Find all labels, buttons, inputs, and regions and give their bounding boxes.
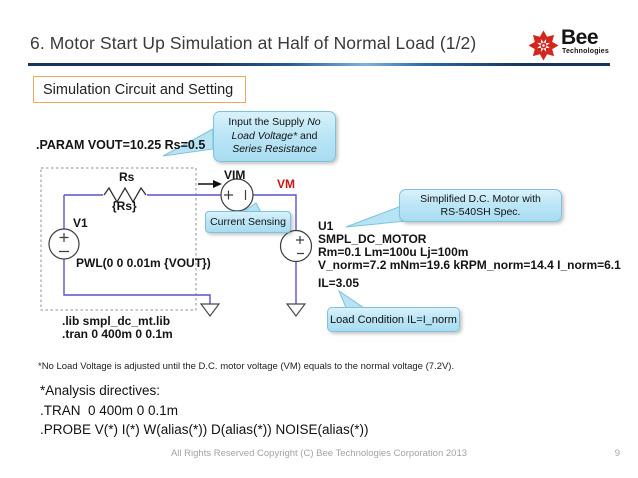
lib-directive: .lib smpl_dc_mt.lib bbox=[62, 314, 171, 328]
dashed-source-box bbox=[40, 167, 197, 311]
logo: Bee Technologies bbox=[528, 26, 632, 64]
pwl-label: PWL(0 0 0.01m {VOUT}) bbox=[76, 256, 211, 270]
page-number: 9 bbox=[614, 448, 620, 459]
motor-ref: U1 bbox=[318, 219, 334, 233]
current-arrow-icon bbox=[213, 180, 222, 188]
tran-directive: .tran 0 400m 0 0.1m bbox=[62, 327, 173, 341]
load-condition-text: Load Condition IL=I_norm bbox=[330, 313, 457, 326]
ground-icon bbox=[285, 303, 307, 317]
resistor-label: Rs bbox=[119, 170, 135, 184]
supply-callout: Input the Supply No Load Voltage* and Se… bbox=[213, 111, 336, 162]
v1-label: V1 bbox=[73, 216, 88, 230]
probe-analysis-directive: .PROBE V(*) I(*) W(alias(*)) D(alias(*))… bbox=[40, 422, 369, 437]
supply-callout-text: Input the Supply No Load Voltage* and Se… bbox=[228, 116, 321, 156]
current-sensing-text: Current Sensing bbox=[210, 216, 286, 228]
motor-params-1: Rm=0.1 Lm=100u Lj=100m bbox=[318, 245, 469, 259]
motor-model: SMPL_DC_MOTOR bbox=[318, 232, 427, 246]
tran-analysis-directive: .TRAN 0 400m 0 0.1m bbox=[40, 402, 179, 418]
vim-source-symbol bbox=[220, 178, 254, 212]
logo-sub-text: Technologies bbox=[562, 48, 609, 55]
resistor-mask bbox=[103, 188, 147, 202]
no-load-footnote: *No Load Voltage is adjusted until the D… bbox=[38, 361, 455, 372]
resistor-symbol bbox=[103, 186, 147, 204]
asterisk-flower-icon bbox=[528, 30, 559, 61]
vm-node-label: VM bbox=[277, 177, 295, 191]
page-title: 6. Motor Start Up Simulation at Half of … bbox=[30, 33, 477, 53]
section-label-text: Simulation Circuit and Setting bbox=[43, 81, 234, 98]
analysis-directives-block: *Analysis directives: .TRAN 0 400m 0 0.1… bbox=[40, 381, 369, 440]
motor-load-param: IL=3.05 bbox=[318, 276, 360, 290]
load-condition-callout: Load Condition IL=I_norm bbox=[327, 307, 460, 332]
motor-params-2: V_norm=7.2 mNm=19.6 kRPM_norm=14.4 I_nor… bbox=[318, 258, 621, 272]
motor-symbol bbox=[279, 229, 313, 263]
motor-callout: Simplified D.C. Motor with RS-540SH Spec… bbox=[399, 189, 562, 222]
logo-brand-text: Bee bbox=[561, 26, 599, 49]
vim-label: VIM bbox=[224, 168, 246, 182]
current-sensing-callout: Current Sensing bbox=[205, 211, 291, 233]
param-directive: .PARAM VOUT=10.25 Rs=0.5 bbox=[36, 138, 206, 152]
motor-callout-text: Simplified D.C. Motor with RS-540SH Spec… bbox=[420, 192, 541, 218]
v1-source-symbol bbox=[48, 228, 80, 260]
copyright-footer: All Rights Reserved Copyright (C) Bee Te… bbox=[170, 448, 468, 459]
ground-icon bbox=[199, 303, 221, 317]
title-underline bbox=[28, 63, 610, 66]
motor-spec-block: U1 SMPL_DC_MOTOR Rm=0.1 Lm=100u Lj=100m … bbox=[318, 220, 638, 272]
section-label: Simulation Circuit and Setting bbox=[33, 76, 246, 103]
resistor-value: {Rs} bbox=[112, 199, 137, 213]
analysis-title: *Analysis directives: bbox=[40, 383, 161, 398]
